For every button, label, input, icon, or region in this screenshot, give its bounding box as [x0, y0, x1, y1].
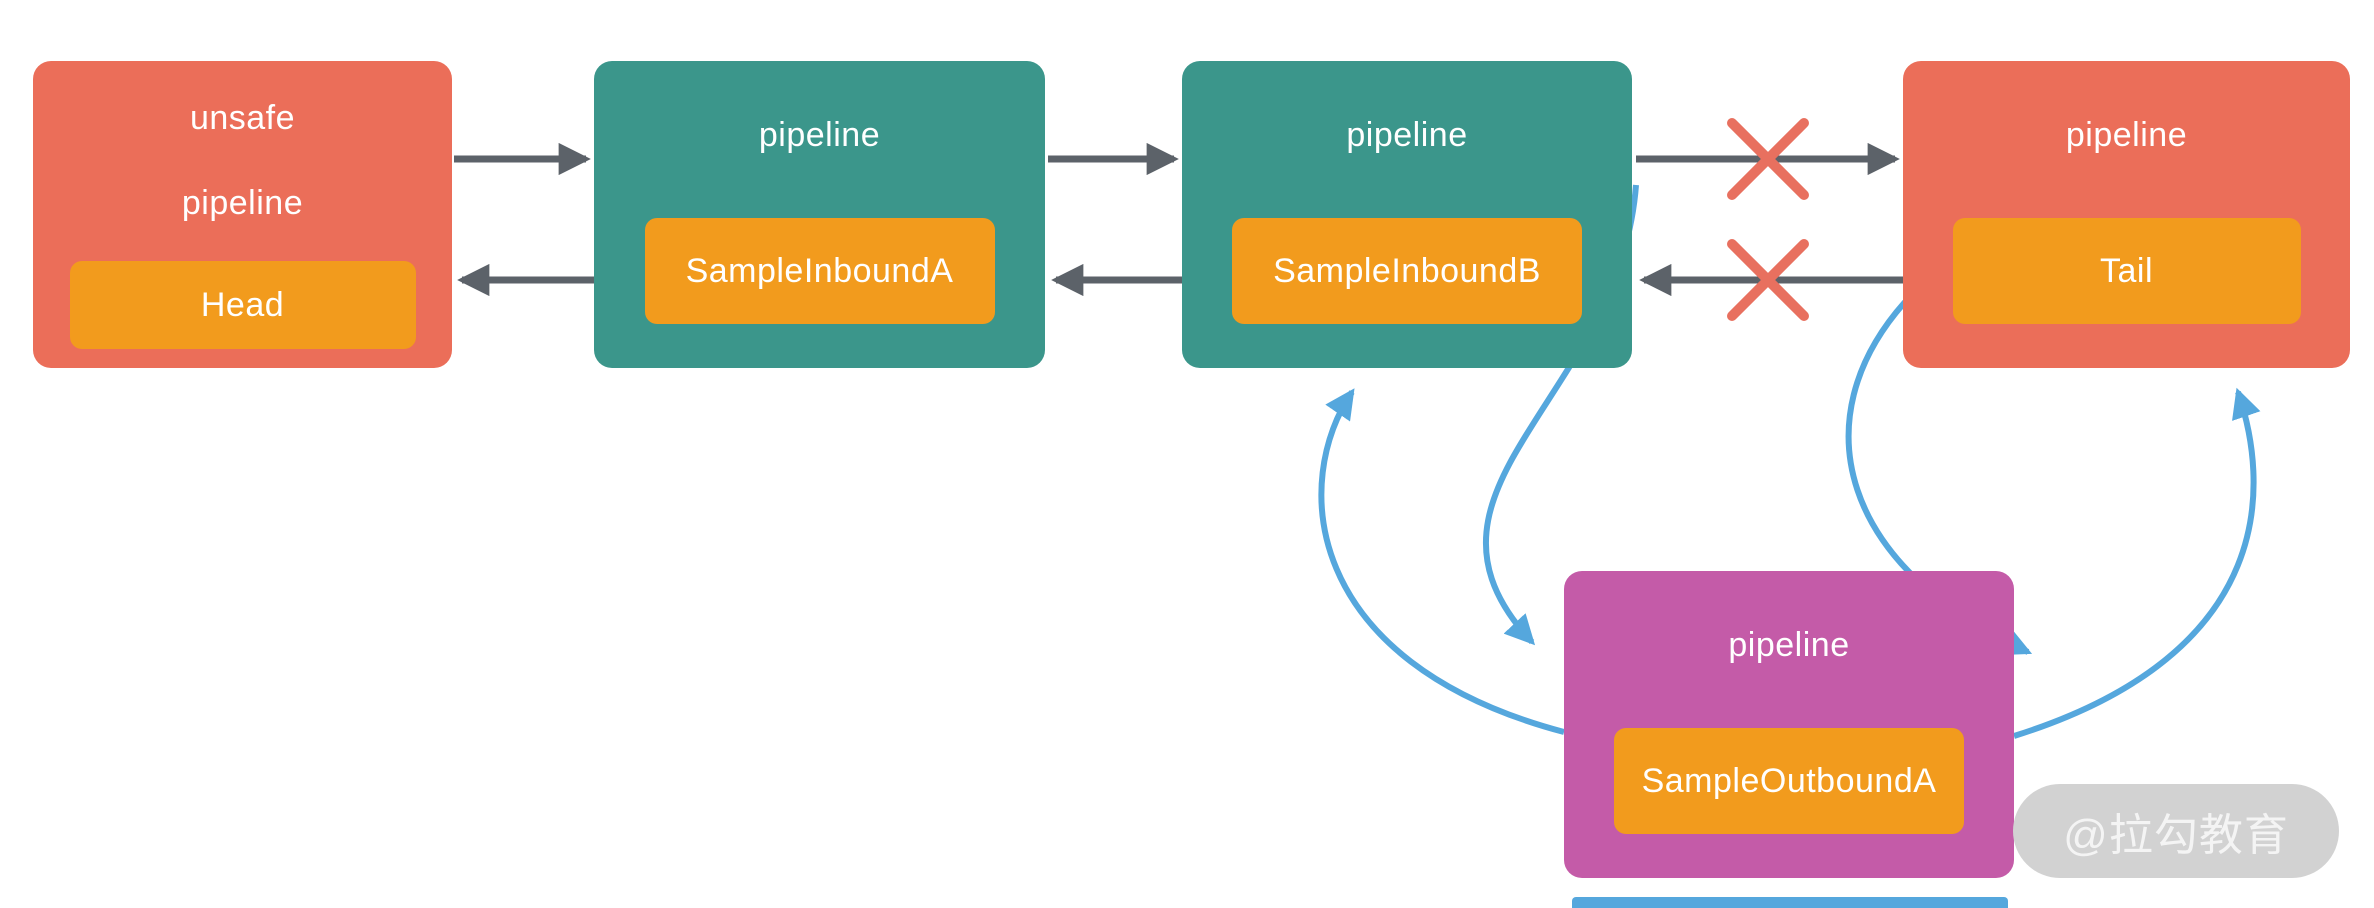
node-inboundA-title: pipeline: [758, 116, 881, 154]
curve-outboundA-to-tail: [2013, 387, 2261, 739]
handler-tail: Tail: [1952, 218, 2301, 324]
handler-sample-inbound-b: SampleInboundB: [1232, 218, 1582, 324]
watermark-badge: @拉勾教育: [2013, 784, 2339, 878]
node-tail-title: pipeline: [2065, 116, 2188, 154]
curve-outboundA-to-inboundB: [1318, 388, 1565, 735]
node-pipeline-outboundA: pipeline SampleOutboundA: [1564, 571, 2014, 878]
node-head-pipeline: unsafe pipeline Head: [33, 61, 452, 368]
broken-link-x-bottom-icon: [1727, 239, 1809, 321]
handler-sample-outbound-a: SampleOutboundA: [1614, 728, 1964, 834]
node-pipeline-tail: pipeline Tail: [1903, 61, 2350, 368]
node-pipeline-inboundA: pipeline SampleInboundA: [594, 61, 1045, 368]
node-outboundA-title: pipeline: [1728, 626, 1850, 664]
node-inboundB-title: pipeline: [1346, 116, 1468, 154]
broken-link-x-top-icon: [1727, 118, 1809, 200]
handler-sample-inbound-a: SampleInboundA: [644, 218, 995, 324]
node-head-title-unsafe: unsafe: [189, 99, 296, 137]
cropped-blue-box-top: [1572, 897, 2008, 908]
node-pipeline-inboundB: pipeline SampleInboundB: [1182, 61, 1632, 368]
node-head-title-pipeline: pipeline: [181, 184, 304, 222]
handler-head: Head: [69, 261, 416, 349]
